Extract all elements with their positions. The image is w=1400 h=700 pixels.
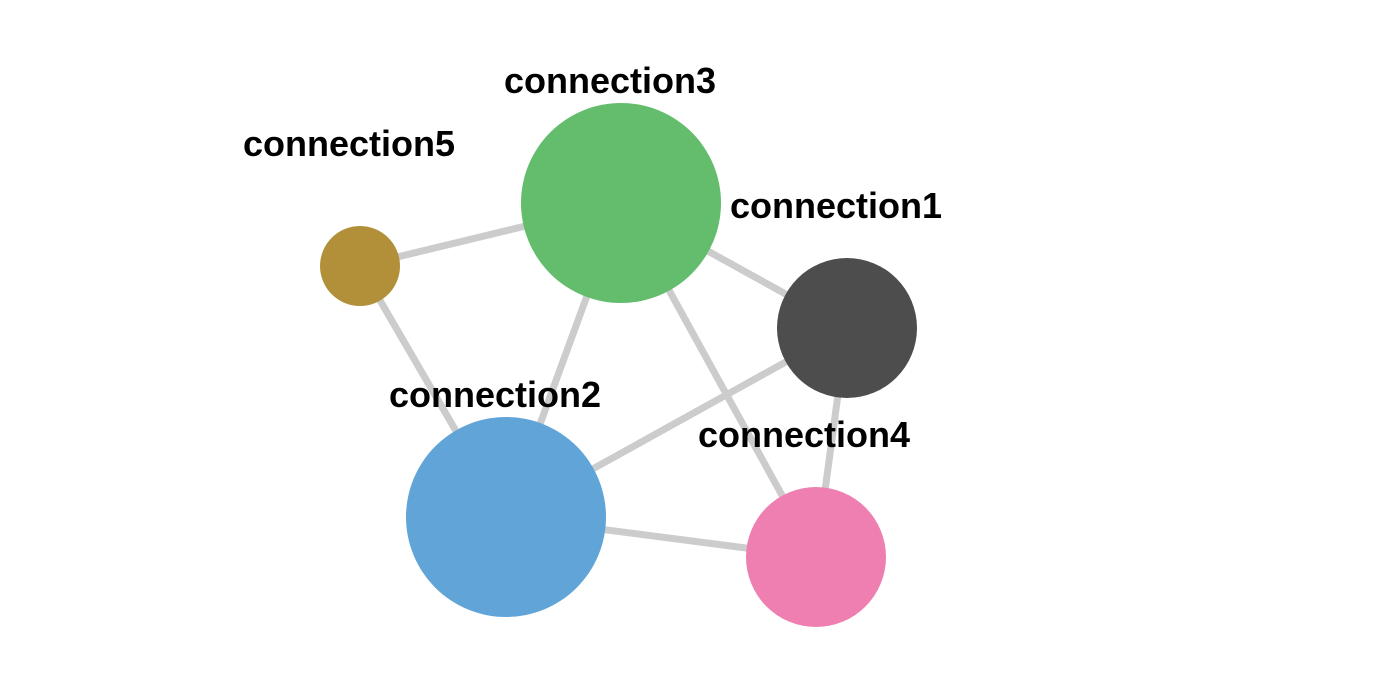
node-connection4[interactable] [746,487,886,627]
node-connection3[interactable] [521,103,721,303]
node-label-connection5: connection5 [243,123,455,164]
node-label-connection3: connection3 [504,60,716,101]
node-connection1[interactable] [777,258,917,398]
node-connection5[interactable] [320,226,400,306]
label-layer: connection1 connection2 connection3 connect… [243,60,942,455]
node-label-connection4: connection4 [698,414,910,455]
node-connection2[interactable] [406,417,606,617]
node-label-connection1: connection1 [730,185,942,226]
node-label-connection2: connection2 [389,374,601,415]
node-layer [320,103,917,627]
